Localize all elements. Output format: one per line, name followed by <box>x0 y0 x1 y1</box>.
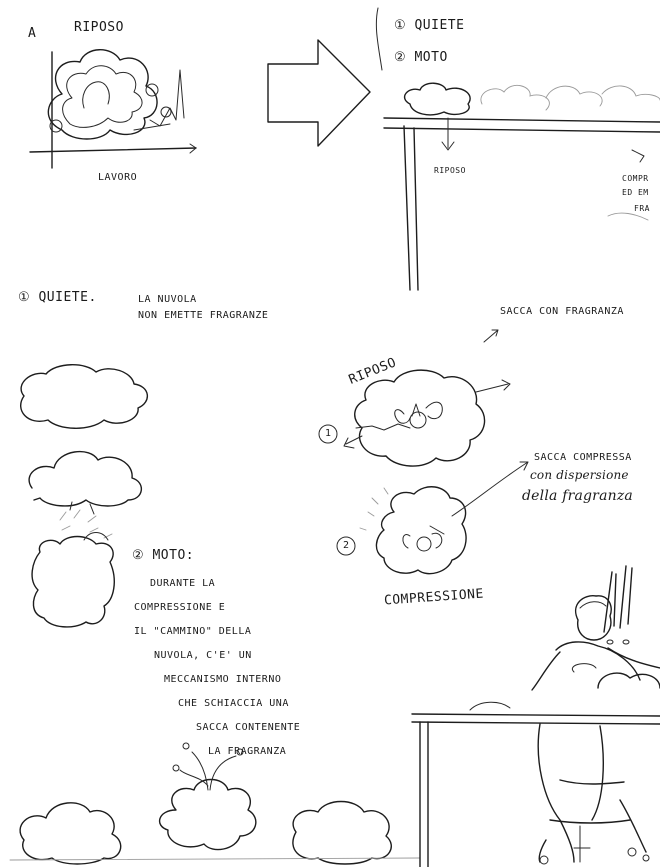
sacca-dispersione-label: con dispersione <box>530 468 629 483</box>
quiete-desc-line-1: LA NUVOLA <box>138 294 197 307</box>
moto-line-4: NUVOLA, C'E' UN <box>154 650 252 663</box>
lavoro-axis-label: LAVORO <box>98 172 137 185</box>
sacca-fragranza-label: SACCA CON FRAGRANZA <box>500 306 624 319</box>
moto-line-1: DURANTE LA <box>150 578 215 591</box>
step-number-2: 2 <box>343 540 350 553</box>
panel-letter: A <box>28 26 36 42</box>
quiete-heading: ① QUIETE. <box>18 290 97 306</box>
quiete-list-item: ① QUIETE <box>394 18 464 34</box>
fragrance-cloud <box>160 743 256 850</box>
moto-line-8: LA FRAGRANZA <box>208 746 286 759</box>
transition-arrow <box>268 40 370 146</box>
compr-partial-label-3: FRA <box>634 204 650 214</box>
riposo-shelf-label: RIPOSO <box>434 166 466 176</box>
riposo-sac-diagram <box>319 370 510 466</box>
quiete-cloud-2 <box>29 452 141 514</box>
riposo-title: RIPOSO <box>74 20 124 36</box>
sacca-fragranza-script: della fragranza <box>522 488 633 506</box>
moto-line-5: MECCANISMO INTERNO <box>164 674 281 687</box>
compr-partial-label-1: COMPR <box>622 174 649 184</box>
sacca-compressa-label: SACCA COMPRESSA <box>534 452 632 465</box>
moto-line-2: COMPRESSIONE E <box>134 602 225 615</box>
moto-line-3: IL "CAMMINO" DELLA <box>134 626 251 639</box>
bottom-cloud-3 <box>293 802 391 865</box>
bottom-cloud-1 <box>20 803 121 864</box>
exclamation-marks: !! <box>602 582 646 620</box>
quiete-cloud-1 <box>21 365 148 429</box>
compr-partial-label-2: ED EM <box>622 188 649 198</box>
riposo-lavoro-graph <box>30 50 196 168</box>
moto-line-6: CHE SCHIACCIA UNA <box>178 698 289 711</box>
moto-cloud-sketch <box>32 510 114 627</box>
compression-diagram <box>337 462 528 574</box>
moto-list-item: ② MOTO <box>394 50 448 66</box>
quiete-desc-line-2: NON EMETTE FRAGRANZE <box>138 310 268 323</box>
sacca-pointer <box>484 330 498 342</box>
bottom-ground-line <box>10 858 420 860</box>
moto-line-7: SACCA CONTENENTE <box>196 722 300 735</box>
moto-heading: ② MOTO: <box>132 548 194 564</box>
step-number-1: 1 <box>325 428 332 441</box>
